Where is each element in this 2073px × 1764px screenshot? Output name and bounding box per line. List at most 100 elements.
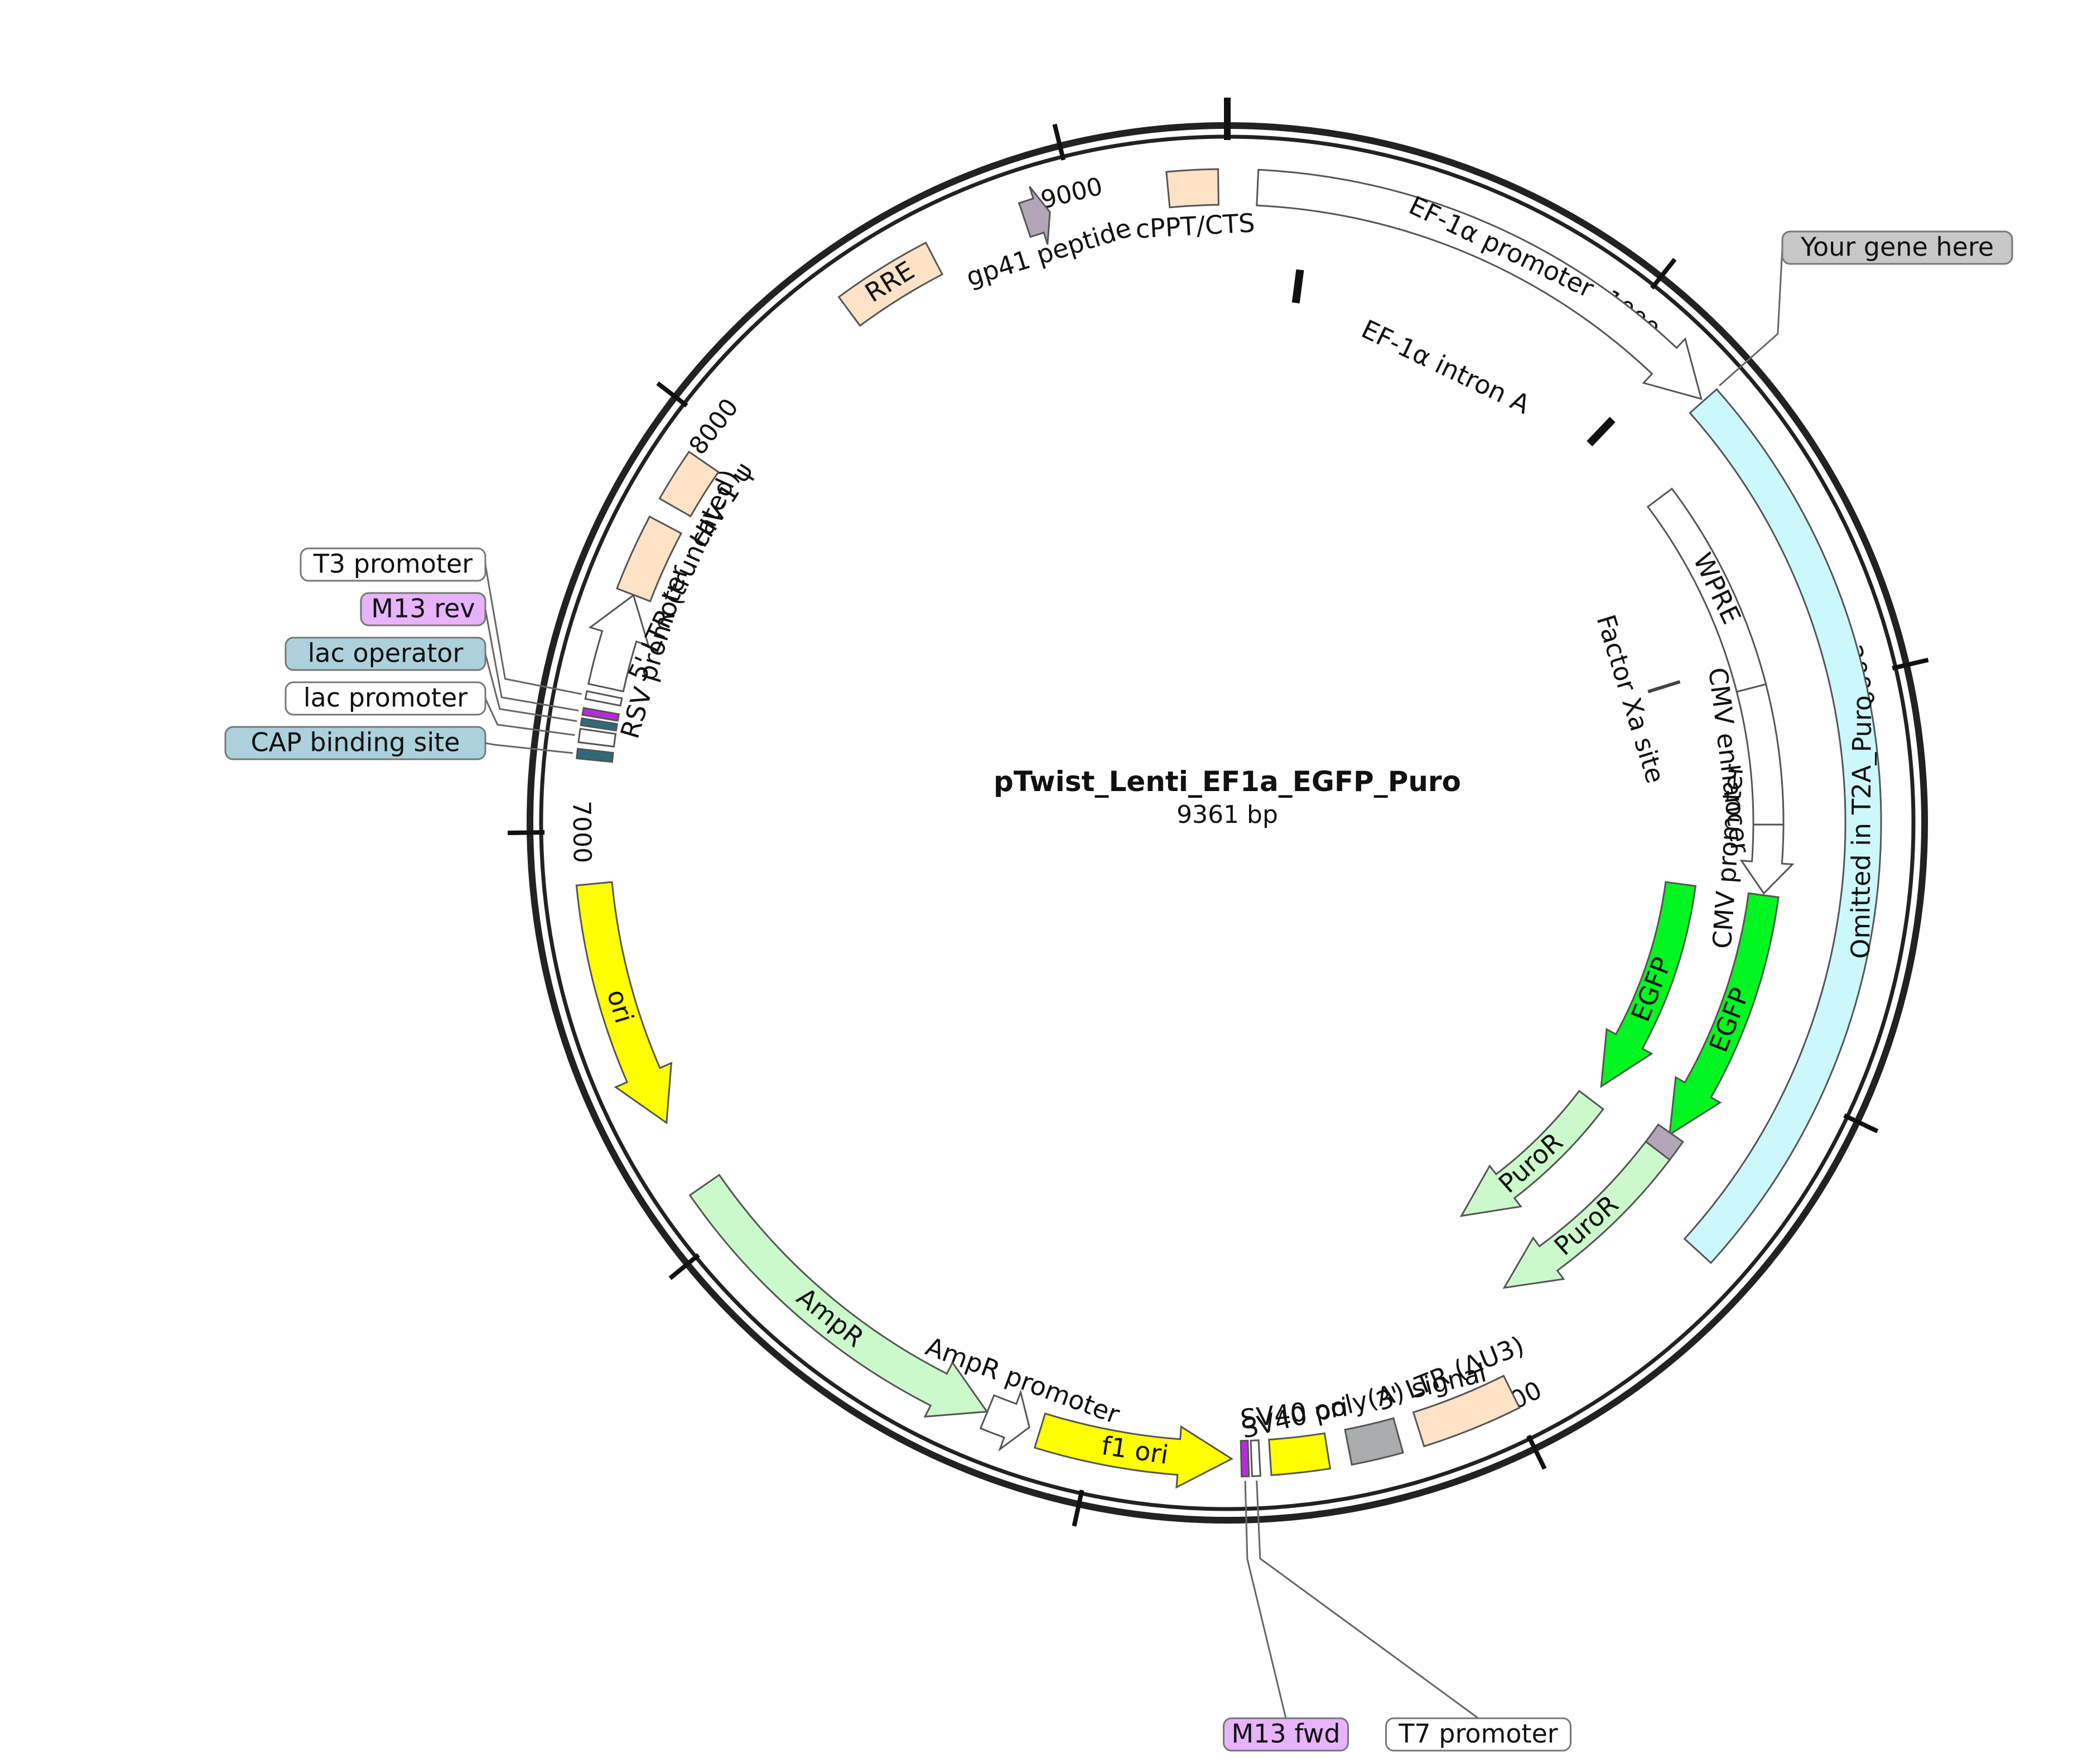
feature-shape [979, 1389, 1030, 1452]
callout-your-gene: Your gene here [1719, 230, 2013, 387]
feature-cppt: cPPT/CTS [1135, 168, 1256, 244]
callout-box [1385, 1717, 1571, 1752]
tick-mark [1526, 1434, 1547, 1470]
callout-box [300, 547, 486, 582]
callout-t7-callout: T7 promoter [1256, 1480, 1571, 1752]
callout-box [224, 726, 486, 760]
feature-label: EF-1α promoter [1405, 190, 1599, 304]
callout-box [285, 637, 486, 671]
callout-box [1223, 1717, 1349, 1752]
feature-shape [584, 690, 623, 707]
feature-shape [1250, 1439, 1261, 1477]
callout-label: T3 promoter [313, 549, 473, 579]
callout-lacop-callout: lac operator [285, 637, 577, 722]
feature-shape [587, 594, 650, 693]
feature-shape [1344, 1417, 1404, 1466]
feature-f1-ori: f1 ori [1033, 1412, 1234, 1489]
tick-mark [1843, 1113, 1879, 1134]
callout-m13rev-callout: M13 rev [360, 592, 579, 712]
feature-mark [1587, 417, 1616, 447]
feature-mark [1647, 680, 1681, 693]
callout-label: T7 promoter [1398, 1719, 1558, 1749]
feature-label: PuroR [1548, 1189, 1624, 1261]
feature-lac-operator [580, 717, 619, 732]
feature-label: CMV promoter [1707, 763, 1749, 950]
callout-leader [484, 698, 575, 736]
feature-shape [1600, 881, 1697, 1088]
feature-factor-xa: Factor Xa site [1590, 611, 1681, 787]
plasmid-length: 9361 bp [1177, 801, 1278, 829]
callout-leader [484, 564, 582, 695]
feature-shape [577, 727, 617, 748]
tick-mark [1892, 658, 1929, 671]
callout-box [1781, 230, 2013, 265]
tick-label: 7000 [567, 801, 596, 864]
feature-shape [576, 748, 614, 763]
tick-label: 8000 [683, 393, 744, 460]
callout-leader [484, 653, 577, 722]
feature-lac-promoter [577, 727, 617, 748]
feature-ori: ori [575, 881, 673, 1125]
callout-cap-callout: CAP binding site [224, 726, 573, 760]
callout-label: M13 rev [371, 594, 475, 624]
callout-label: Your gene here [1800, 232, 1994, 262]
feature-m13-fwd [1240, 1439, 1250, 1478]
tick-mark [656, 381, 688, 408]
feature-ef1a-promoter: EF-1α promoter [1256, 168, 1703, 401]
feature-shape [1683, 388, 1882, 1264]
callout-leader [1719, 247, 1783, 387]
callout-m13fwd-callout: M13 fwd [1223, 1481, 1349, 1752]
feature-ampr: AmpR [688, 1173, 989, 1418]
tick-mark [508, 830, 545, 835]
feature-label: EF-1α intron A [1357, 314, 1535, 420]
callout-leader [485, 742, 573, 754]
callout-label: lac promoter [303, 683, 467, 713]
feature-shape [1165, 168, 1219, 209]
callout-t3-callout: T3 promoter [300, 547, 582, 695]
feature-label: PuroR [1493, 1126, 1569, 1199]
callout-leader [484, 609, 579, 712]
feature-shape [1668, 892, 1780, 1136]
callout-leader [1244, 1481, 1287, 1719]
feature-label: Factor Xa site [1590, 611, 1671, 787]
feature-mark [1291, 269, 1304, 303]
tick-label: 9000 [1038, 172, 1106, 214]
feature-puror-1: PuroR [1459, 1090, 1604, 1217]
feature-shape [658, 450, 720, 518]
feature-shape [1033, 1412, 1234, 1489]
callout-leader [1256, 1480, 1479, 1719]
feature-shape [1240, 1439, 1250, 1478]
feature-rre: RRE [837, 241, 944, 327]
feature-shape [1502, 1140, 1671, 1289]
feature-omitted-t2a-puro: Omitted in T2A_Puro [1683, 388, 1882, 1264]
callout-lacprom-callout: lac promoter [285, 681, 575, 736]
feature-shape [575, 881, 673, 1125]
feature-label: Omitted in T2A_Puro [1845, 695, 1877, 959]
plasmid-name: pTwist_Lenti_EF1a_EGFP_Puro [994, 765, 1461, 798]
tick-mark [1072, 1490, 1084, 1527]
feature-shape [1018, 186, 1051, 245]
feature-wpre: WPRE [1646, 487, 1768, 695]
feature-label: WPRE [1688, 548, 1747, 628]
feature-shape [615, 515, 683, 603]
feature-shape [581, 707, 620, 722]
feature-shape [1412, 1375, 1521, 1448]
callout-box [285, 681, 486, 716]
feature-label: SV40 ori [1239, 1392, 1350, 1434]
callout-box [360, 592, 486, 626]
feature-shape [1268, 1432, 1332, 1476]
callout-label: lac operator [308, 638, 464, 668]
feature-shape [837, 241, 944, 327]
feature-label: cPPT/CTS [1135, 208, 1255, 244]
feature-shape [580, 717, 619, 732]
feature-m13-rev [581, 707, 620, 722]
feature-egfp-1: EGFP [1600, 881, 1697, 1088]
feature-shape [688, 1173, 989, 1418]
callout-label: CAP binding site [250, 727, 460, 758]
tick-mark [1650, 258, 1677, 290]
feature-cap-site [576, 748, 614, 763]
feature-shape [1459, 1090, 1604, 1217]
tick-mark [1052, 123, 1066, 161]
feature-t3-promoter [584, 690, 623, 707]
